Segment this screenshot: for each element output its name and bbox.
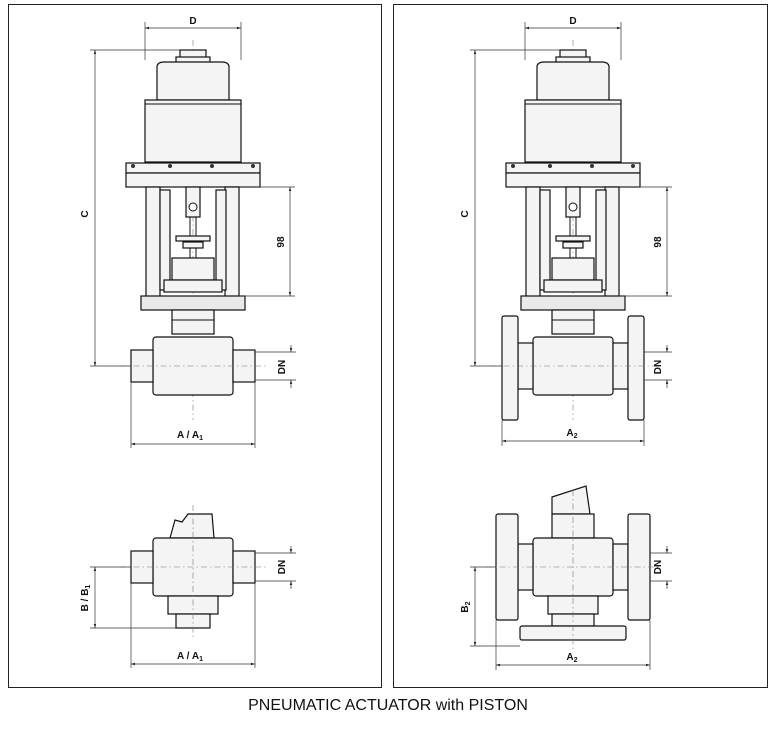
dim-dn-label: DN (277, 360, 288, 374)
figure-caption: PNEUMATIC ACTUATOR with PISTON (248, 697, 528, 714)
dim-d-label: D (189, 16, 196, 27)
right-valve-elevation (490, 40, 656, 421)
plan-a2-label: A2 (566, 652, 577, 664)
plan-dn-label: DN (277, 560, 288, 574)
right-plan-dn-label: DN (653, 560, 664, 574)
left-plan-dimensions: DN B / B1 A / A1 (80, 546, 296, 668)
left-valve-elevation (120, 40, 266, 420)
dim-c-label: C (80, 210, 91, 217)
dim-b-b1-label: B / B1 (80, 585, 92, 612)
right-dim-c-label: C (460, 210, 471, 217)
right-dim-stroke-label: 98 (653, 236, 664, 248)
right-dim-d-label: D (569, 16, 576, 27)
right-valve-plan (486, 485, 660, 650)
left-valve-plan (120, 505, 266, 640)
dim-a2-label: A2 (566, 428, 577, 440)
right-dimensions: D C 98 DN A2 (460, 16, 672, 446)
left-dimensions: D C 98 DN A / A1 (80, 16, 296, 448)
right-dim-dn-label: DN (653, 360, 664, 374)
plan-a-a1-label: A / A1 (177, 651, 203, 663)
dim-stroke-label: 98 (276, 236, 287, 248)
dim-b2-label: B2 (460, 601, 472, 612)
dim-a-a1-label: A / A1 (177, 430, 203, 442)
right-plan-dimensions: DN B2 A2 (460, 546, 672, 670)
